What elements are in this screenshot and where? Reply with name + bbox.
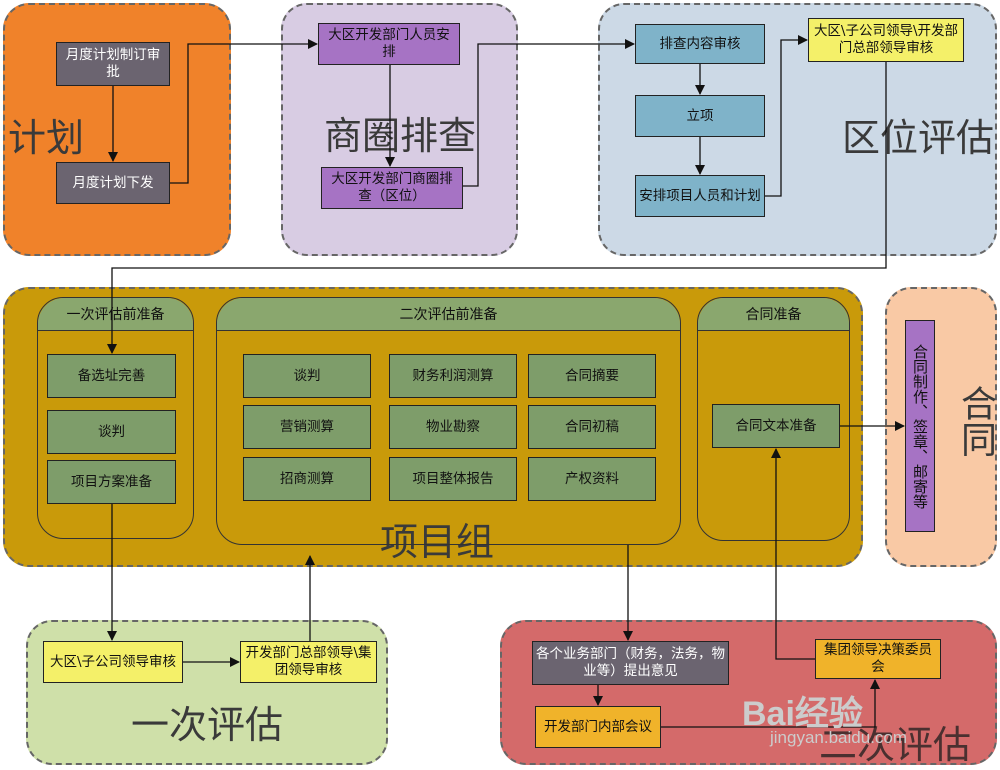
arrow-survey-to-review [463,39,635,187]
first-prep-item: 谈判 [47,410,176,454]
arrow-staffplan-to-leader [765,35,808,197]
first-prep-item: 备选址完善 [47,354,176,398]
second-prep-item: 财务利润测算 [389,354,517,398]
second-prep-item: 谈判 [243,354,371,398]
arrow-committee-to-contract-text [771,448,815,660]
second-prep-item: 项目整体报告 [389,457,517,501]
content-review-box: 排查内容审核 [635,24,765,64]
second-prep-header: 二次评估前准备 [217,298,680,331]
location-eval-title: 区位评估 [842,116,995,160]
second-prep-panel: 二次评估前准备 [216,297,681,545]
arrow-issue-to-staff [170,39,318,184]
business-circle-title: 商圈排查 [324,114,477,158]
second-prep-item: 营销测算 [243,405,371,449]
leader-review-box: 大区\子公司领导\开发部门总部领导审核 [808,18,964,62]
second-eval-title: 二次评估 [819,723,972,767]
first-prep-item: 项目方案准备 [47,460,176,504]
staff-plan-box: 安排项目人员和计划 [635,175,765,217]
dept-opinions-box: 各个业务部门（财务，法务，物业等）提出意见 [532,641,729,685]
arrow-leader-to-first-prep [107,62,887,354]
first-prep-panel: 一次评估前准备 [37,297,194,539]
arrow-meeting-to-committee [661,679,880,728]
first-eval-title: 一次评估 [131,703,284,747]
second-prep-item: 物业勘察 [389,405,517,449]
second-prep-item: 合同摘要 [528,354,656,398]
contract-prep-header: 合同准备 [698,298,849,331]
contract-making-box: 合同制作、签章、邮寄等 [905,320,935,532]
plan-title: 计划 [8,116,85,160]
regional-review-box: 大区\子公司领导审核 [43,641,183,683]
circle-survey-box: 大区开发部门商圈排查（区位） [321,167,463,209]
baidu-watermark-logo: Bai经验 [742,695,863,733]
baidu-watermark-url: jingyan.baidu.com [770,728,908,747]
project-setup-box: 立项 [635,95,765,137]
hq-review-box: 开发部门总部领导\集团领导审核 [240,641,377,683]
second-prep-item: 合同初稿 [528,405,656,449]
staff-arrangement-box: 大区开发部门人员安排 [318,23,460,65]
contract-title: 合同 [955,385,996,457]
second-prep-item: 产权资料 [528,457,656,501]
contract-prep-panel: 合同准备 [697,297,850,541]
project-group-title: 项目组 [380,520,495,564]
second-prep-item: 招商测算 [243,457,371,501]
contract-text-prep-box: 合同文本准备 [712,404,840,448]
first-prep-header: 一次评估前准备 [38,298,193,331]
monthly-plan-issue-box: 月度计划下发 [56,162,170,204]
monthly-plan-approval-box: 月度计划制订审批 [56,42,170,86]
committee-box: 集团领导决策委员会 [815,639,941,679]
internal-meeting-box: 开发部门内部会议 [535,706,661,748]
